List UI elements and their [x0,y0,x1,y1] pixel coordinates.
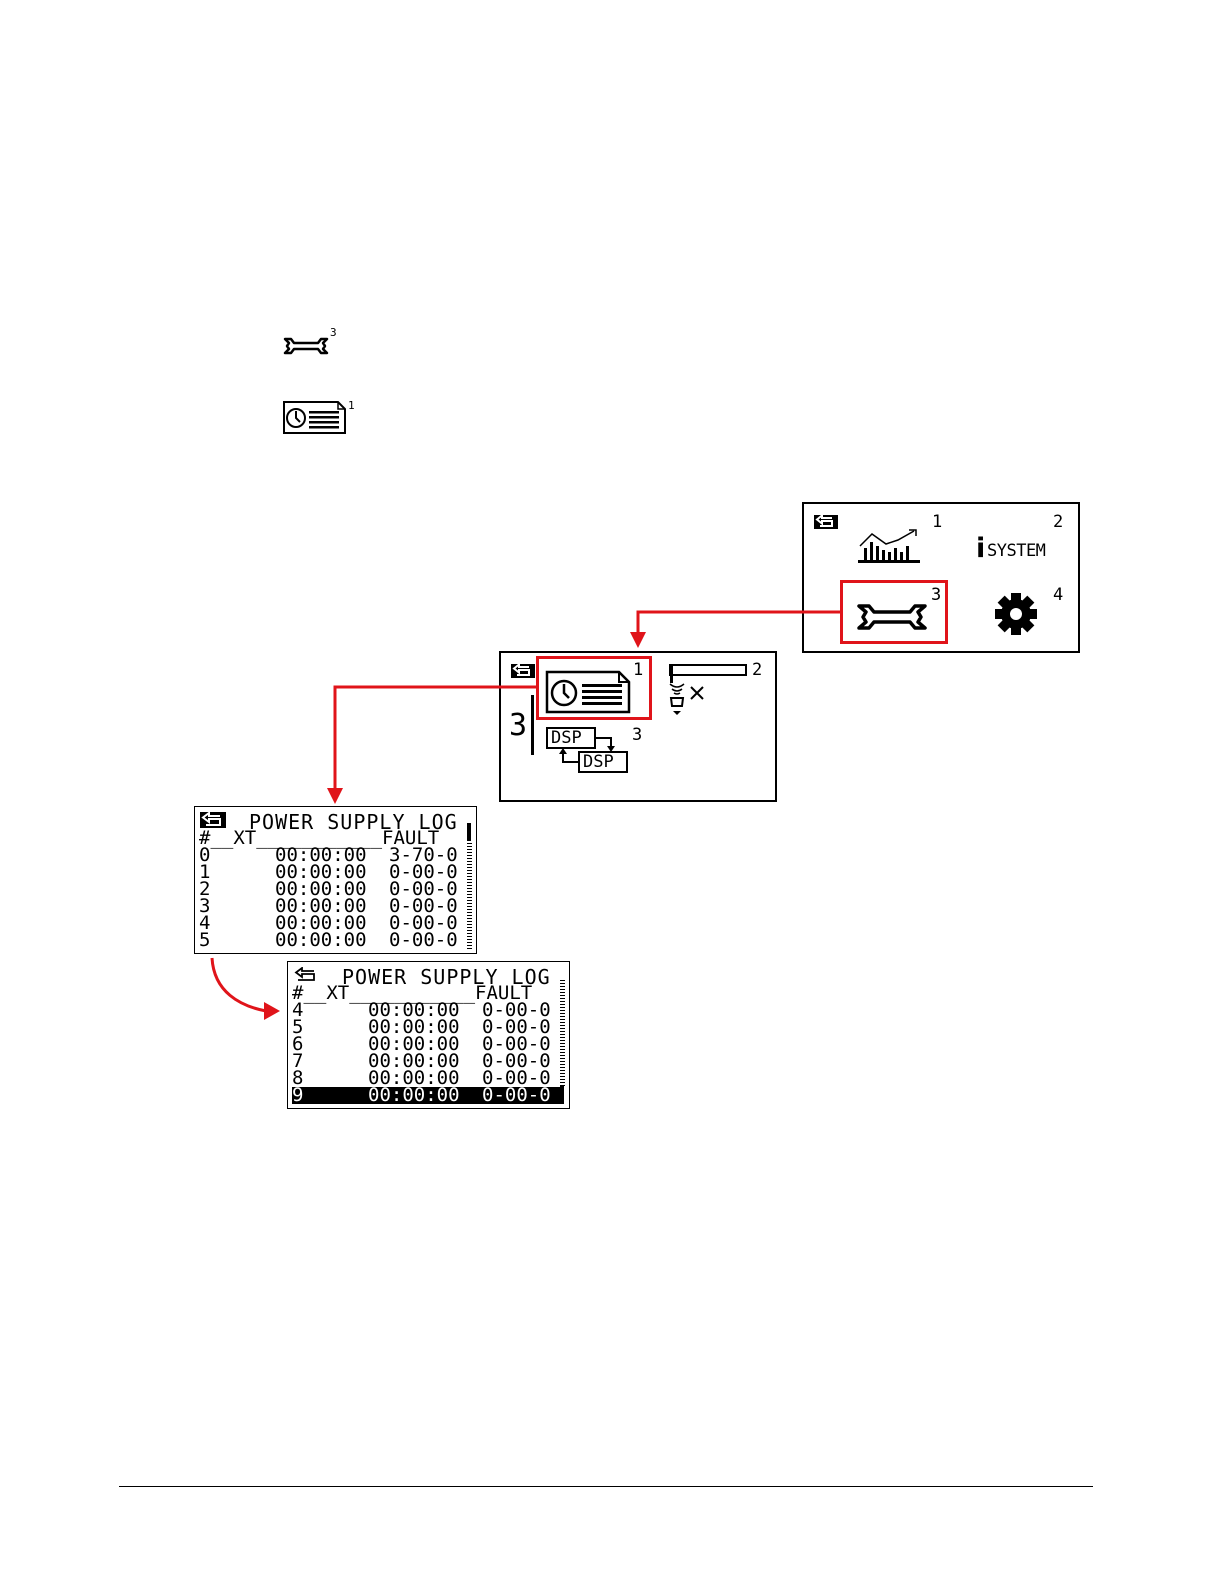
log-title: POWER SUPPLY LOG [249,810,458,834]
log-header: #__XT___________FAULT [292,982,533,1004]
log-row[interactable]: 1 00:00:00 0-00-0 [199,861,465,883]
log-row-time: 00:00:00 [275,861,367,883]
highlight-clock-log [536,656,652,720]
gear-icon[interactable] [992,590,1040,638]
log-row[interactable]: 5 00:00:00 0-00-0 [199,929,465,951]
log-row-index: 7 [292,1050,304,1072]
service-item-1-number: 1 [633,660,644,680]
log-row[interactable]: 3 00:00:00 0-00-0 [199,895,465,917]
arrow-log-to-page1 [333,685,536,790]
log-row-time: 00:00:00 [275,912,367,934]
log-row-index: 0 [199,844,211,866]
log-row-index: 4 [199,912,211,934]
log-row[interactable]: 4 00:00:00 0-00-0 [199,912,465,934]
log-row-time: 00:00:00 [275,895,367,917]
log-row[interactable]: 6 00:00:00 0-00-0 [292,1033,560,1055]
log-header: #__XT___________FAULT [199,827,440,849]
scrollbar-thumb[interactable] [467,823,471,841]
service-side-divider [531,695,534,755]
menu-item-2-number: 2 [1053,512,1064,532]
log-row[interactable]: 5 00:00:00 0-00-0 [292,1016,560,1038]
log-row[interactable]: 0 00:00:00 3-70-0 [199,844,465,866]
log-row-time: 00:00:00 [275,929,367,951]
log-row-index: 3 [199,895,211,917]
log-row-fault: 3-70-0 [389,844,458,866]
dsp-label-bottom: DSP [583,752,614,772]
system-label: SYSTEM [987,541,1046,561]
footer-rule [119,1486,1093,1487]
log-row-time: 00:00:00 [275,844,367,866]
highlight-wrench [840,580,948,644]
arrow-page1-to-page2 [210,957,267,1013]
menu-item-1-number: 1 [932,512,943,532]
log-row-time: 00:00:00 [368,999,460,1021]
service-item-2-number: 2 [752,660,763,680]
scrollbar-track[interactable] [560,978,565,1086]
log-row-fault: 0-00-0 [389,895,458,917]
log-row-index: 4 [292,999,304,1021]
scrollbar-thumb[interactable] [560,1086,564,1104]
log-title: POWER SUPPLY LOG [342,965,551,989]
power-supply-log-page2: POWER SUPPLY LOG #__XT___________FAULT 4… [287,961,570,1109]
log-row[interactable]: 2 00:00:00 0-00-0 [199,878,465,900]
log-row-time: 00:00:00 [275,878,367,900]
log-row-selected[interactable]: 9 00:00:00 0-00-0 [292,1084,560,1106]
menu-item-4-number: 4 [1053,585,1064,605]
log-row[interactable]: 7 00:00:00 0-00-0 [292,1050,560,1072]
back-icon[interactable] [814,513,838,529]
log-row-time: 00:00:00 [368,1033,460,1055]
log-row-time: 00:00:00 [368,1050,460,1072]
back-arrow-icon[interactable] [294,966,318,983]
menu-item-3-number: 3 [931,585,942,605]
main-menu-screen: 1 i SYSTEM 2 3 4 [802,502,1080,653]
bar-chart-trend-icon[interactable] [856,528,922,564]
log-row-time: 00:00:00 [368,1016,460,1038]
log-row-fault: 0-00-0 [482,999,551,1021]
dsp-transfer-icon[interactable]: DSP DSP [545,726,635,776]
test-progress-icon[interactable] [665,662,747,718]
inline-log-number: 1 [348,399,355,412]
inline-wrench-number: 3 [330,326,337,339]
log-row[interactable]: 8 00:00:00 0-00-0 [292,1067,560,1089]
inline-wrench-icon [281,333,331,359]
log-row-fault: 0-00-0 [482,1084,551,1106]
log-row-time: 00:00:00 [368,1067,460,1089]
log-row-fault: 0-00-0 [482,1033,551,1055]
log-row-fault: 0-00-0 [389,929,458,951]
arrowhead-service [630,632,646,648]
arrowhead-page1 [327,788,343,804]
power-supply-log-page1: POWER SUPPLY LOG #__XT___________FAULT 0… [194,806,477,954]
scrollbar-track[interactable] [467,841,472,949]
log-row-index: 5 [292,1016,304,1038]
info-system-icon[interactable]: i SYSTEM [976,533,1061,564]
log-row-fault: 0-00-0 [389,912,458,934]
log-row-fault: 0-00-0 [482,1067,551,1089]
wrench-icon[interactable] [854,600,930,634]
dsp-label-top: DSP [551,728,582,748]
arrow-wrench-to-service [636,610,840,634]
log-row[interactable]: 4 00:00:00 0-00-0 [292,999,560,1021]
service-item-3-number: 3 [632,725,643,745]
log-row-fault: 0-00-0 [482,1016,551,1038]
log-row-time: 00:00:00 [368,1084,460,1106]
inline-clock-log-icon [282,400,348,436]
info-i-glyph: i [976,533,986,564]
back-icon[interactable] [200,811,226,828]
log-row-index: 9 [292,1084,304,1106]
log-row-fault: 0-00-0 [482,1050,551,1072]
log-row-index: 6 [292,1033,304,1055]
back-icon[interactable] [511,662,535,678]
service-side-number: 3 [509,708,528,743]
log-row-index: 8 [292,1067,304,1089]
clock-log-icon[interactable] [545,670,633,714]
arrowhead-page2 [264,1002,280,1020]
log-row-index: 1 [199,861,211,883]
log-row-fault: 0-00-0 [389,878,458,900]
log-row-index: 5 [199,929,211,951]
service-menu-screen: 1 2 3 DSP DSP 3 [499,651,777,802]
log-row-fault: 0-00-0 [389,861,458,883]
log-row-index: 2 [199,878,211,900]
